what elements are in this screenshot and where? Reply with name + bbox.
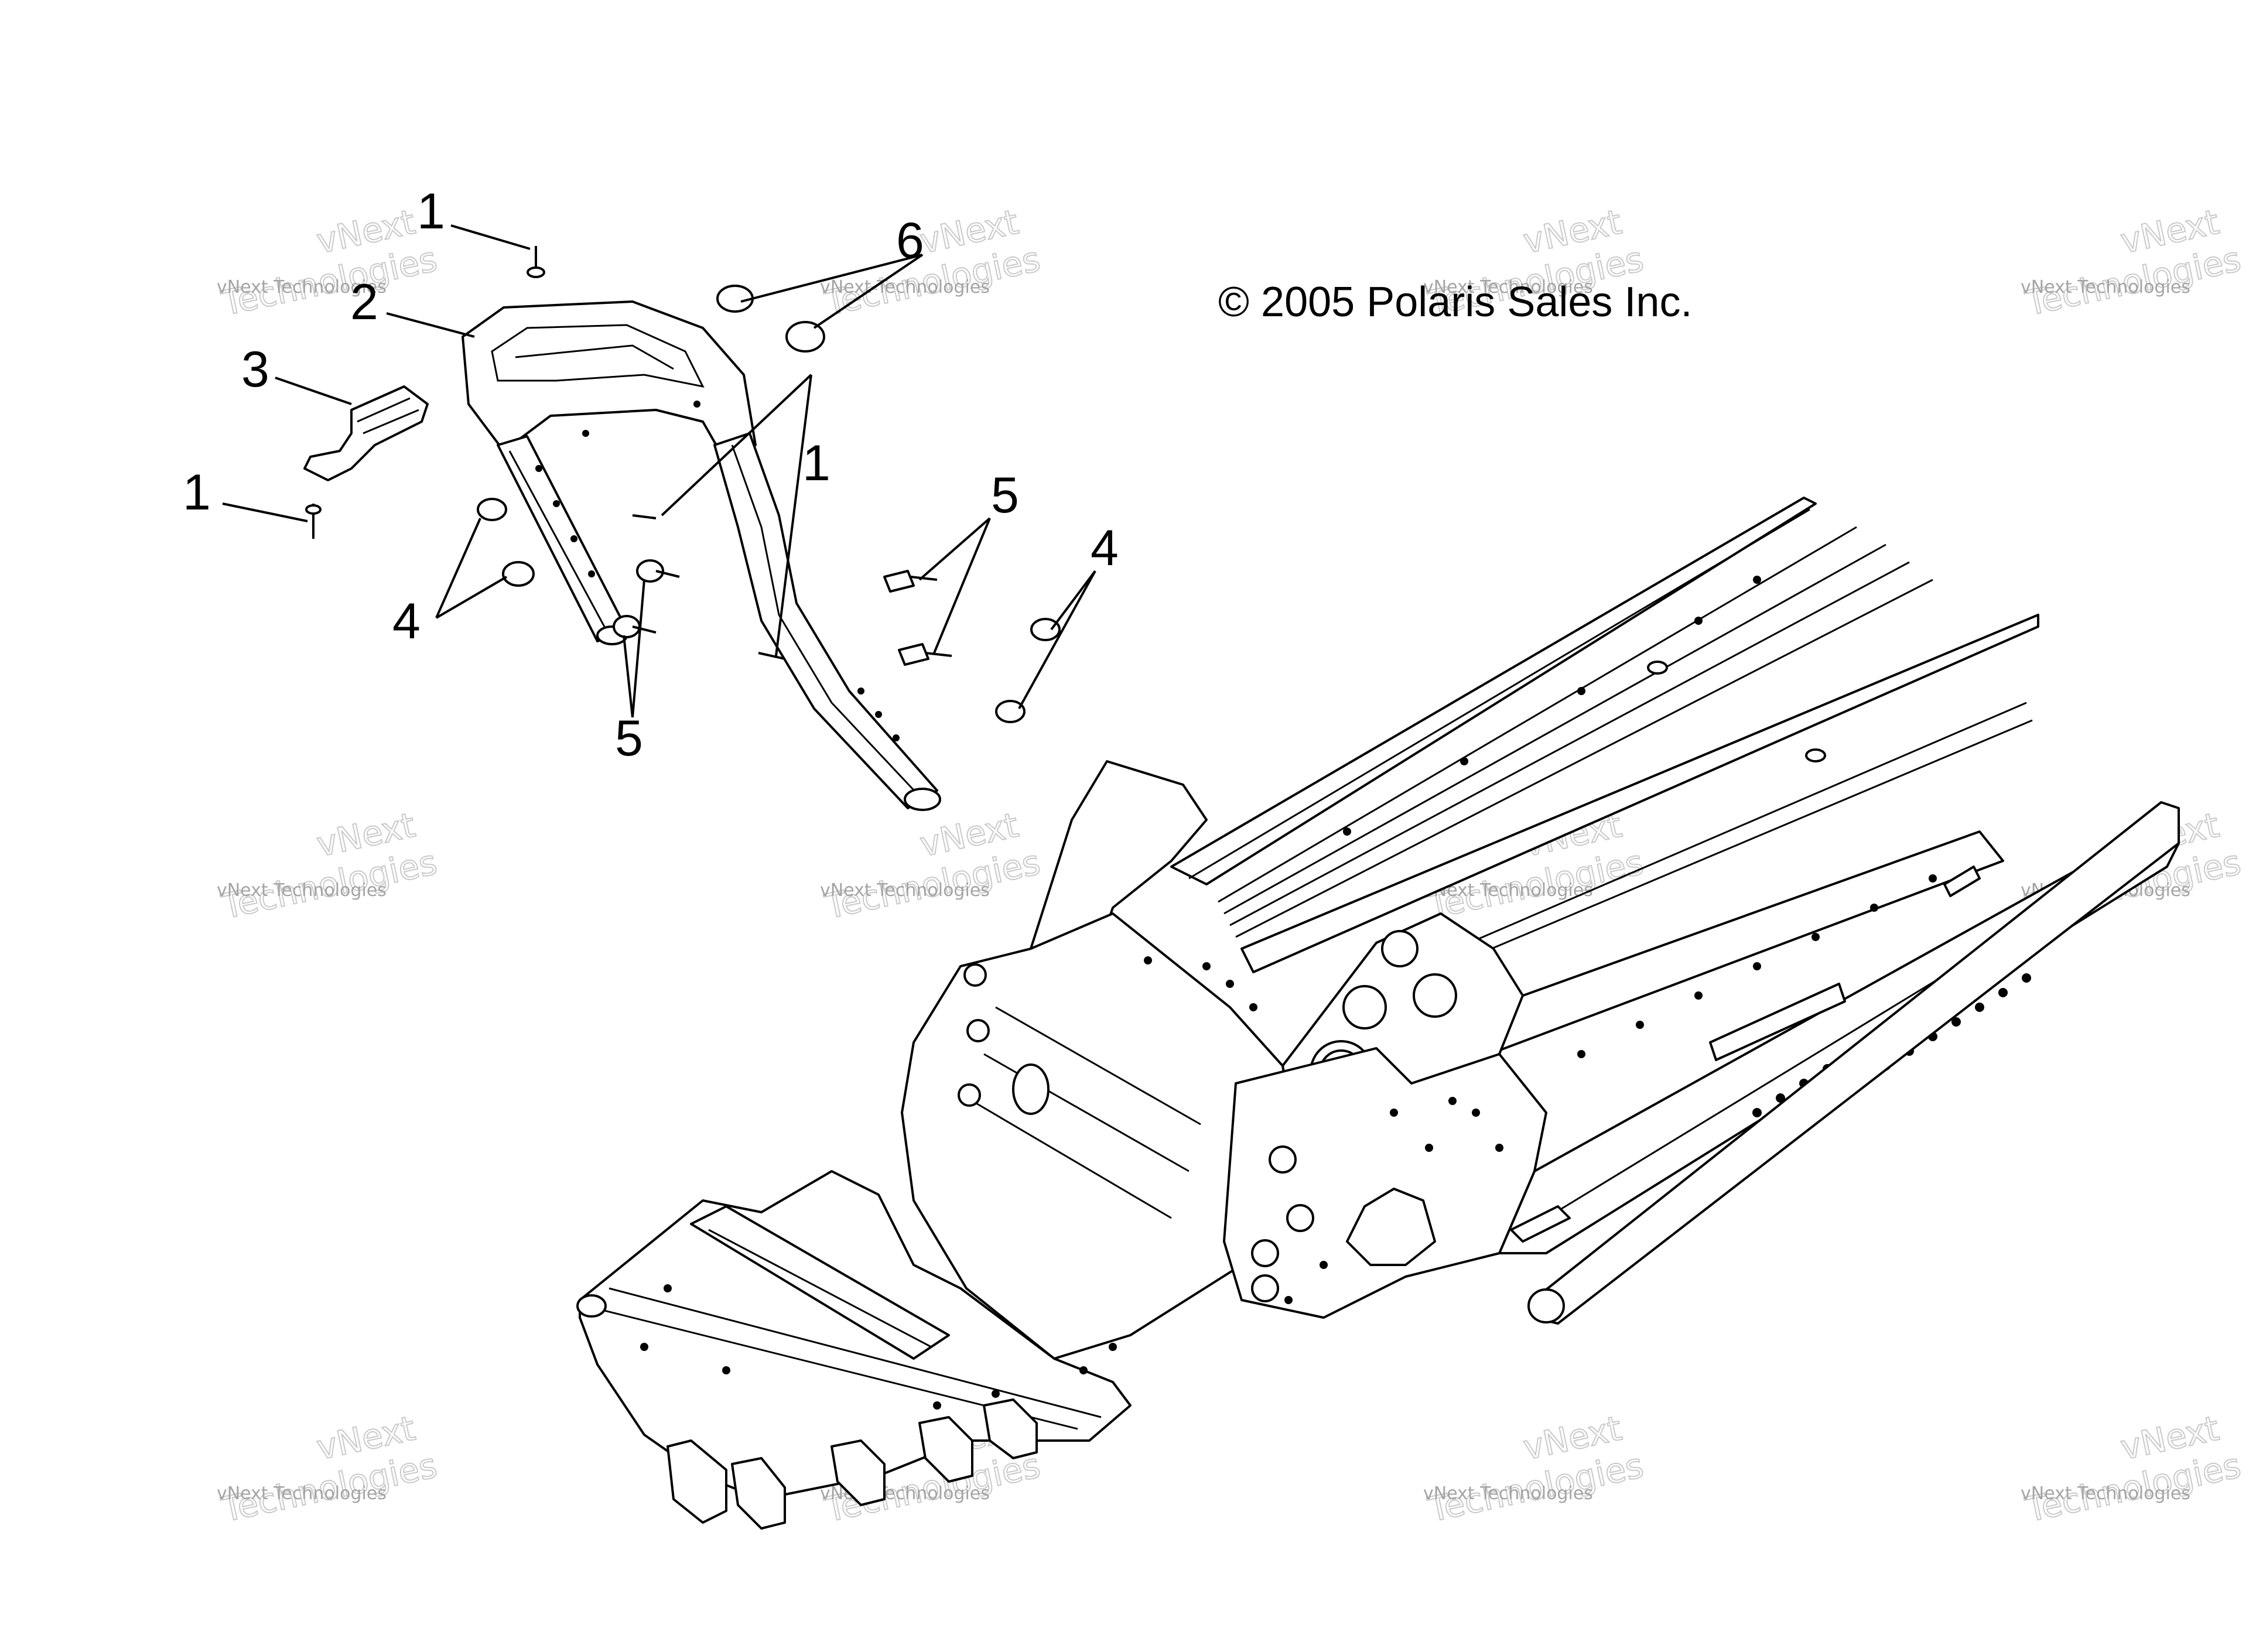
watermark-text: vNext Technologies (217, 1483, 387, 1504)
watermark-text: vNext Technologies (2021, 277, 2190, 297)
callout-label-1: 1 (417, 183, 445, 240)
callout-label-4: 4 (1091, 520, 1119, 576)
watermark-text: vNext Technologies (1423, 1483, 1593, 1504)
steering-hoop-part (462, 300, 941, 811)
watermark-text: vNext Technologies (217, 880, 387, 901)
callout-label-1: 1 (183, 464, 211, 521)
chassis-frame-part (576, 497, 2180, 1530)
watermark-text: vNext Technologies (820, 277, 990, 297)
watermark-text: vNext Technologies (1423, 277, 1593, 297)
callout-labels: 1 2 3 1 6 1 5 4 4 5 (183, 183, 1119, 767)
callout-label-6: 6 (896, 213, 924, 269)
mount-bracket-part (303, 385, 429, 481)
callout-label-5: 5 (991, 467, 1019, 524)
callout-label-1: 1 (802, 435, 830, 491)
callout-label-2: 2 (350, 274, 378, 330)
callout-label-4: 4 (392, 593, 421, 649)
watermark-text: vNext Technologies (2021, 1483, 2190, 1504)
callout-label-3: 3 (241, 341, 269, 398)
watermark-text: vNext Technologies (820, 880, 990, 901)
fastener-parts (305, 246, 1061, 723)
watermark-text: vNext Technologies (217, 277, 387, 297)
callout-label-5: 5 (615, 710, 643, 767)
copyright-notice: © 2005 Polaris Sales Inc. (1218, 279, 1692, 326)
leader-lines (222, 224, 1096, 718)
